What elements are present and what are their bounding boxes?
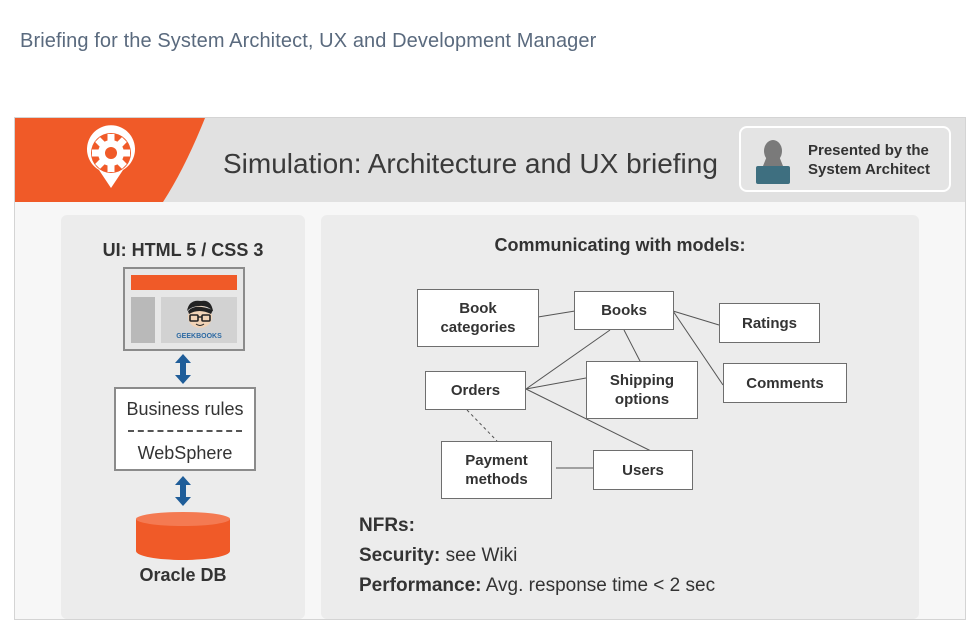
layer-divider xyxy=(128,430,242,432)
models-panel: Communicating with models: Book categorie… xyxy=(321,215,919,619)
payment-line-2: methods xyxy=(465,471,528,488)
business-to-db-arrow-icon xyxy=(175,476,191,506)
model-books: Books xyxy=(574,291,674,330)
model-connections xyxy=(466,310,724,469)
ui-to-business-arrow-icon xyxy=(175,354,191,384)
shipping-line-1: Shipping xyxy=(609,372,675,389)
book-categories-line-2: categories xyxy=(440,319,516,336)
model-ratings: Ratings xyxy=(719,303,820,343)
payment-line-1: Payment xyxy=(465,452,528,469)
nfr-performance: Performance: Avg. response time < 2 sec xyxy=(359,575,715,597)
websphere-label: WebSphere xyxy=(137,443,233,463)
nfr-security-value: see Wiki xyxy=(440,545,518,566)
model-orders: Orders xyxy=(425,371,526,410)
nfr-performance-label: Performance: xyxy=(359,575,482,596)
model-shipping-options: Shipping options xyxy=(586,361,698,419)
geekbooks-logo: GEEKBOOKS xyxy=(161,297,237,343)
gear-location-icon xyxy=(87,125,135,188)
presenter-avatar-icon xyxy=(756,140,790,184)
business-layer-box: Business rules WebSphere xyxy=(114,387,256,471)
geekbooks-logo-text: GEEKBOOKS xyxy=(176,333,222,340)
model-book-categories: Book categories xyxy=(417,289,539,347)
models-title: Communicating with models: xyxy=(494,235,746,255)
slide-title: Simulation: Architecture and UX briefing xyxy=(223,148,718,179)
business-rules-label: Business rules xyxy=(126,399,244,419)
browser-sidebar xyxy=(131,297,155,343)
presenter-badge: Presented by the System Architect xyxy=(739,126,951,192)
model-users: Users xyxy=(593,450,693,490)
model-comments: Comments xyxy=(723,363,847,403)
nfr-security: Security: see Wiki xyxy=(359,545,517,567)
header-accent-shape xyxy=(15,118,205,202)
book-categories-line-1: Book xyxy=(459,300,497,317)
presenter-text: Presented by the System Architect xyxy=(808,141,948,179)
ui-label: UI: HTML 5 / CSS 3 xyxy=(102,240,264,260)
page-title: Briefing for the System Architect, UX an… xyxy=(20,30,597,52)
browser-header-bar xyxy=(131,275,237,290)
model-payment-methods: Payment methods xyxy=(441,441,552,499)
presenter-line-2: System Architect xyxy=(808,161,930,178)
slide: Simulation: Architecture and UX briefing… xyxy=(14,117,966,620)
nfr-heading: NFRs: xyxy=(359,515,415,536)
architecture-panel: UI: HTML 5 / CSS 3 GEEKBOOKS xyxy=(61,215,305,619)
nfr-performance-value: Avg. response time < 2 sec xyxy=(481,575,716,596)
db-label: Oracle DB xyxy=(139,565,227,585)
presenter-line-1: Presented by the xyxy=(808,142,929,159)
geek-face-icon: GEEKBOOKS xyxy=(176,300,222,340)
database-cylinder-icon xyxy=(136,512,230,560)
nfr-security-label: Security: xyxy=(359,545,441,566)
browser-mockup-icon: GEEKBOOKS xyxy=(123,267,245,351)
shipping-line-2: options xyxy=(614,391,670,408)
